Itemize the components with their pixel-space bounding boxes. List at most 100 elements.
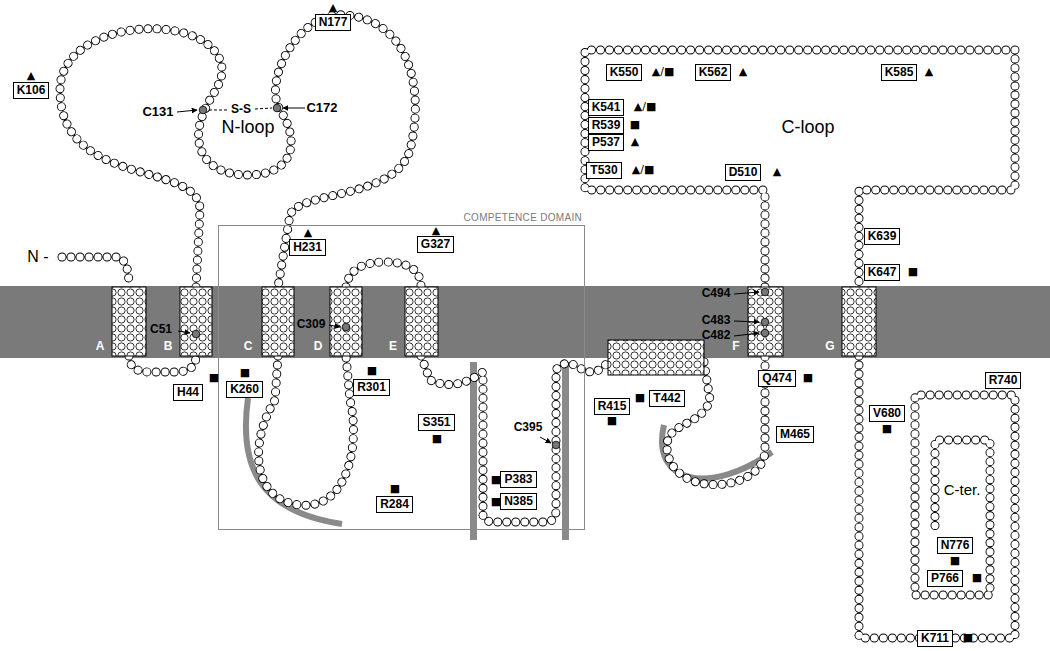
grey-segments: [246, 362, 772, 540]
residue-label: P766: [931, 571, 959, 585]
residue-label: K562: [699, 65, 728, 79]
cysteine-dot: [273, 104, 281, 112]
region-label: C494: [702, 287, 731, 300]
marker-symbol: ▲/■: [632, 164, 655, 176]
region-label: C-ter.: [944, 482, 981, 499]
helix: [842, 287, 876, 356]
marker-symbol: ■: [367, 365, 377, 377]
residue-box: P766: [927, 570, 963, 587]
region-label: C-loop: [781, 118, 834, 138]
residue-label: P537: [592, 135, 620, 149]
marker-symbol: ■: [240, 367, 250, 379]
residue-fill: [259, 356, 354, 505]
amphipathic-helix: [608, 340, 704, 375]
marker-symbol: ■: [491, 496, 501, 508]
residue-box: D510: [725, 164, 762, 181]
residue-outline: [585, 50, 1015, 287]
residue-label: R740: [989, 373, 1018, 387]
residue-box: N776: [937, 537, 974, 554]
cysteine-marks: [177, 104, 769, 449]
residue-box: T530: [586, 162, 621, 179]
residue-box: K106: [13, 82, 50, 99]
residue-label: K550: [610, 65, 639, 79]
membrane-band: [0, 286, 1050, 358]
region-label: C395: [514, 421, 543, 434]
residue-box: K541: [588, 99, 625, 116]
region-label: C131: [142, 105, 173, 119]
residue-box: N177: [315, 14, 352, 31]
marker-symbol: ■: [209, 372, 219, 384]
residue-label: V680: [873, 406, 901, 420]
region-label: E: [389, 340, 397, 353]
residue-label: T530: [590, 163, 617, 177]
residue-label: Q474: [762, 371, 791, 385]
cysteine-dot: [192, 330, 200, 338]
residue-box: K585: [881, 64, 918, 81]
marker-symbol: ▲/■: [634, 101, 657, 113]
residue-box: R539: [588, 117, 625, 134]
marker-symbol: ■: [803, 372, 813, 384]
residue-box: V680: [869, 405, 905, 422]
residue-box: R415: [594, 398, 631, 415]
pointer-arrow: [283, 108, 305, 109]
domain-heading: COMPETENCE DOMAIN: [464, 212, 582, 224]
marker-symbol: ■: [950, 555, 960, 567]
residue-box: K260: [226, 381, 263, 398]
residue-box: R284: [376, 496, 413, 513]
region-label: C482: [702, 329, 731, 342]
marker-symbol: ■: [972, 572, 982, 584]
residue-label: M465: [780, 427, 810, 441]
residue-label: K711: [921, 631, 949, 645]
marker-symbol: ▲/■: [652, 66, 675, 78]
region-label: N -: [27, 248, 48, 266]
helices: [112, 287, 876, 375]
cysteine-dot: [199, 106, 207, 114]
marker-symbol: ▲: [329, 2, 337, 14]
disulfide-dash: [209, 110, 228, 111]
residue-box: G327: [417, 236, 454, 253]
residue-outline: [421, 356, 608, 522]
residue-label: R284: [380, 497, 409, 511]
pointer-arrow: [178, 331, 190, 333]
residue-label: R415: [598, 399, 627, 413]
helix: [180, 287, 212, 356]
residue-box: K711: [917, 630, 953, 647]
residue-outline: [859, 356, 1015, 638]
cysteine-dot: [761, 288, 769, 296]
domain-box: COMPETENCE DOMAINH231G327K260R301S351P38…: [218, 225, 585, 530]
residue-fill: [421, 356, 608, 522]
residue-outline: [259, 356, 354, 505]
region-label: C51: [150, 323, 172, 336]
marker-symbol: ■: [908, 266, 918, 278]
marker-symbol: ▲: [631, 136, 639, 148]
marker-symbol: ▲: [925, 66, 933, 78]
residue-label: K585: [885, 65, 914, 79]
residue-label: R539: [592, 118, 621, 132]
marker-symbol: ▲: [739, 66, 747, 78]
residue-chain: [60, 15, 1015, 638]
helix: [262, 287, 294, 356]
residue-box: P383: [500, 471, 536, 488]
marker-symbol: ■: [963, 632, 973, 644]
marker-symbol: ■: [390, 483, 400, 495]
residue-box: R301: [353, 379, 390, 396]
grey-bar: [562, 362, 569, 540]
pointer-arrow: [177, 110, 197, 112]
marker-symbol: ■: [882, 423, 892, 435]
residue-label: K647: [868, 265, 897, 279]
residue-box: H44: [173, 384, 203, 401]
residue-label: P383: [504, 472, 532, 486]
residue-box: R740: [985, 372, 1022, 389]
residue-box: K550: [606, 64, 643, 81]
residue-outline: [60, 15, 415, 287]
residue-label: K106: [17, 83, 46, 97]
residue-fill: [129, 356, 196, 372]
residue-label: N385: [504, 494, 533, 508]
region-label: B: [164, 340, 173, 353]
residue-label: T442: [653, 391, 680, 405]
cysteine-dot: [552, 441, 560, 449]
residue-box: K639: [864, 228, 901, 245]
region-label: D: [314, 340, 323, 353]
residue-box: H231: [289, 239, 326, 256]
residue-label: G327: [421, 237, 450, 251]
